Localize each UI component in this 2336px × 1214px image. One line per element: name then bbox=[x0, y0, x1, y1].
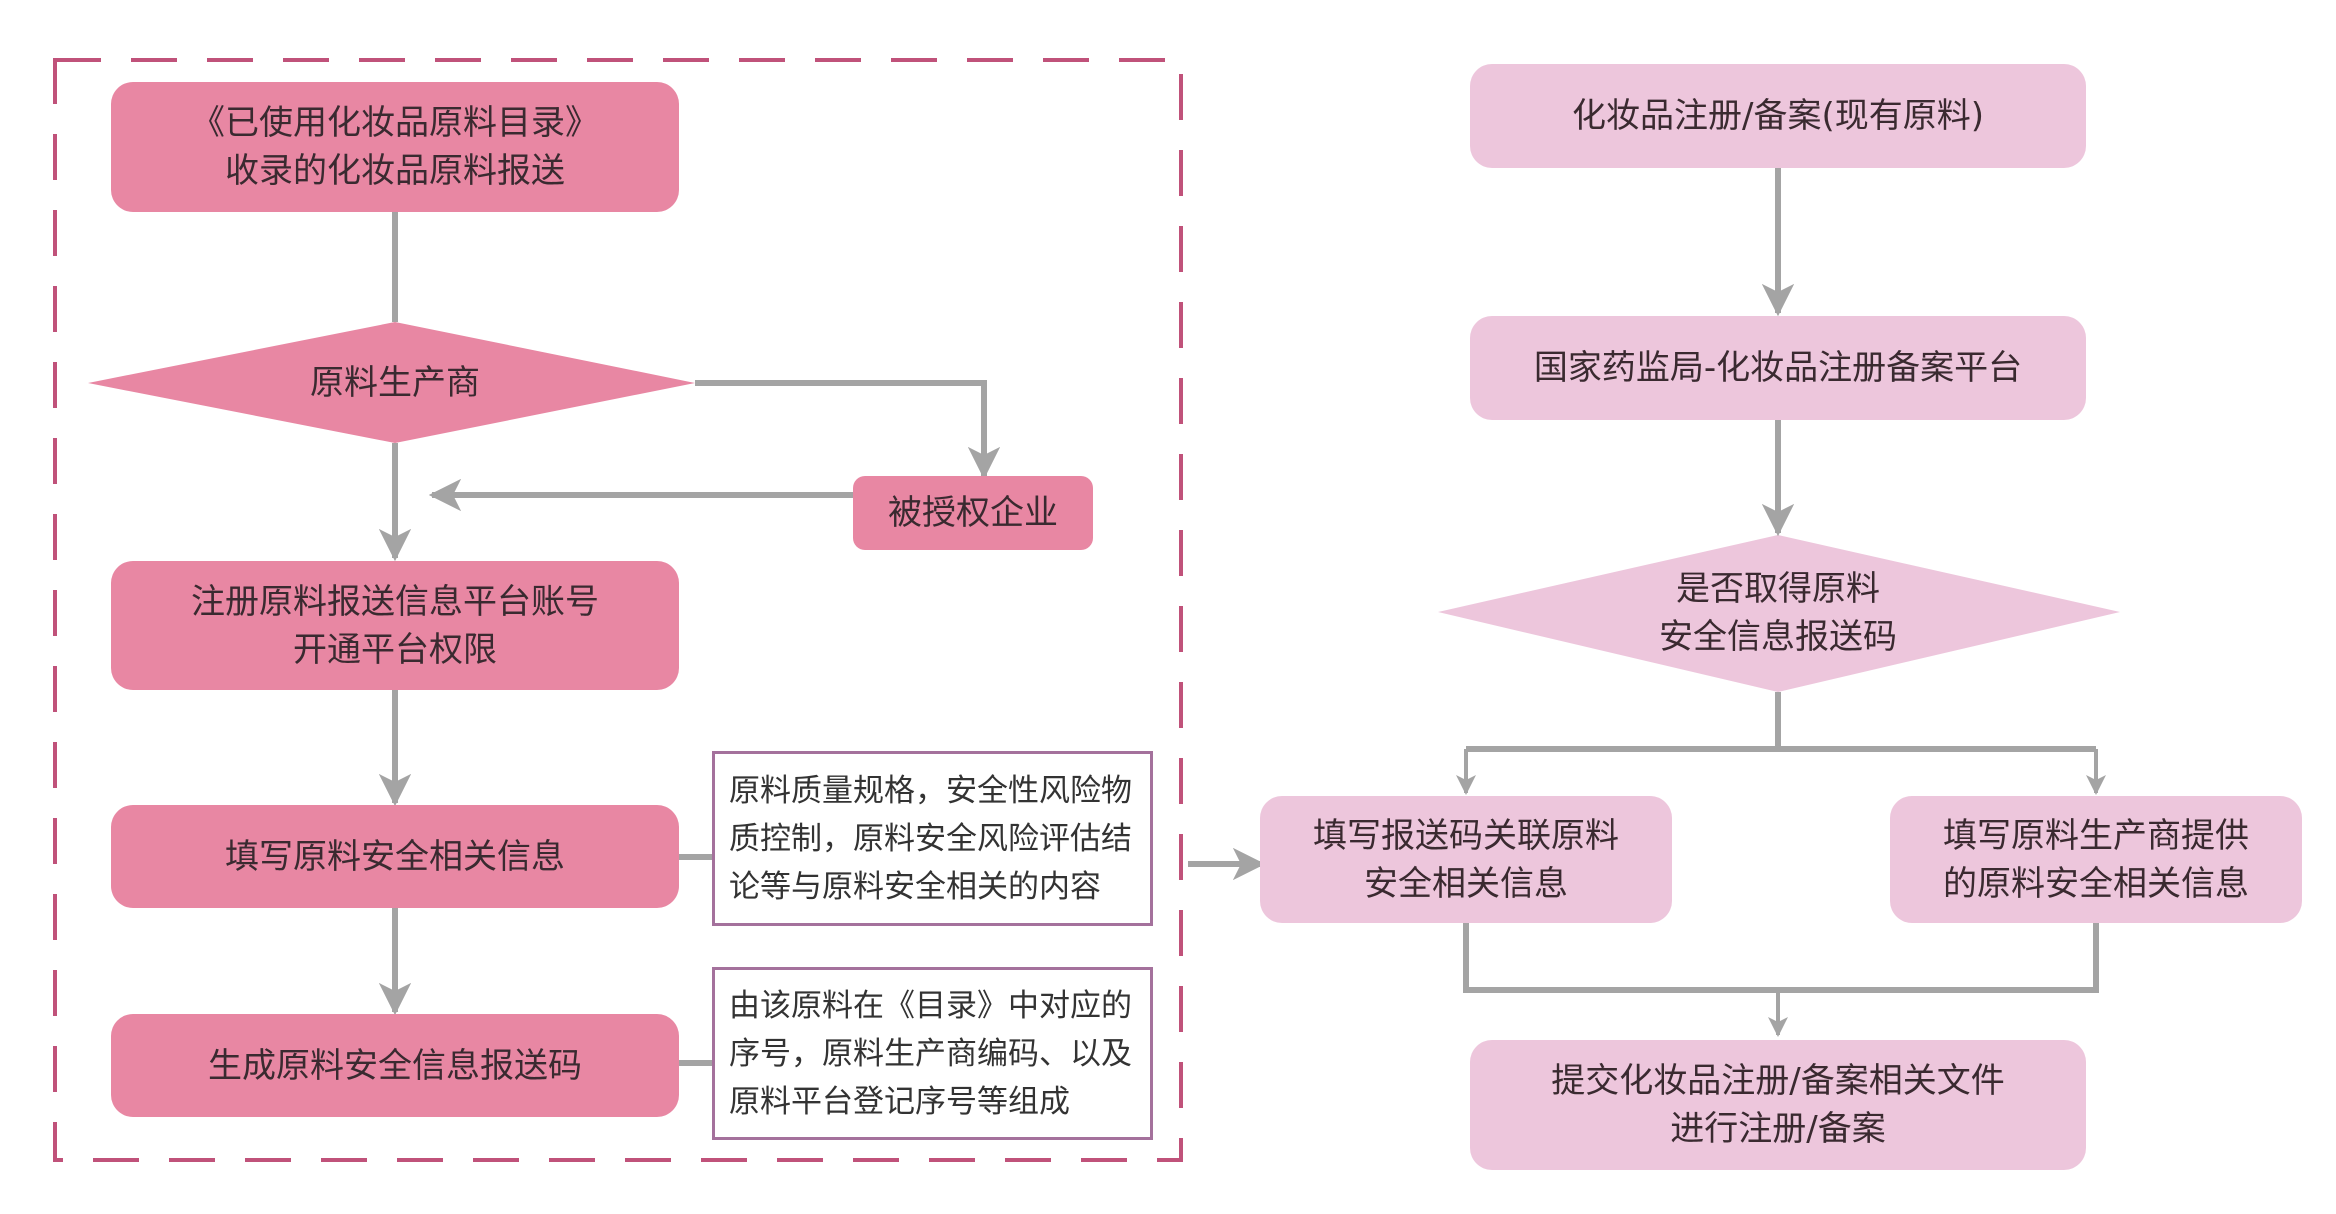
generate-code-box: 生成原料安全信息报送码 bbox=[111, 1014, 679, 1117]
manufacturer-diamond bbox=[88, 322, 695, 443]
connector-diamond-to-authorized bbox=[695, 380, 1001, 480]
submit-documents-box: 提交化妆品注册/备案相关文件 进行注册/备案 bbox=[1470, 1040, 2086, 1170]
fill-manufacturer-info-box: 填写原料生产商提供 的原料安全相关信息 bbox=[1890, 796, 2302, 923]
catalog-submission-box: 《已使用化妆品原料目录》 收录的化妆品原料报送 bbox=[111, 82, 679, 212]
fill-safety-info-box: 填写原料安全相关信息 bbox=[111, 805, 679, 908]
register-account-box: 注册原料报送信息平台账号 开通平台权限 bbox=[111, 561, 679, 690]
authorized-enterprise-box: 被授权企业 bbox=[853, 476, 1093, 550]
dashed-container bbox=[53, 58, 1183, 1162]
fill-code-info-box: 填写报送码关联原料 安全相关信息 bbox=[1260, 796, 1672, 923]
code-obtained-diamond bbox=[1438, 535, 2120, 692]
safety-info-note: 原料质量规格，安全性风险物 质控制，原料安全风险评估结 论等与原料安全相关的内容 bbox=[712, 751, 1153, 926]
manufacturer-diamond-label: 原料生产商 bbox=[310, 363, 480, 403]
connector-merge-bar bbox=[1463, 923, 2099, 993]
nmpa-platform-box: 国家药监局-化妆品注册备案平台 bbox=[1470, 316, 2086, 420]
code-obtained-diamond-label: 是否取得原料 安全信息报送码 bbox=[1659, 569, 1897, 657]
code-note: 由该原料在《目录》中对应的 序号，原料生产商编码、以及 原料平台登记序号等组成 bbox=[712, 967, 1153, 1140]
cosmetic-registration-box: 化妆品注册/备案(现有原料) bbox=[1470, 64, 2086, 168]
